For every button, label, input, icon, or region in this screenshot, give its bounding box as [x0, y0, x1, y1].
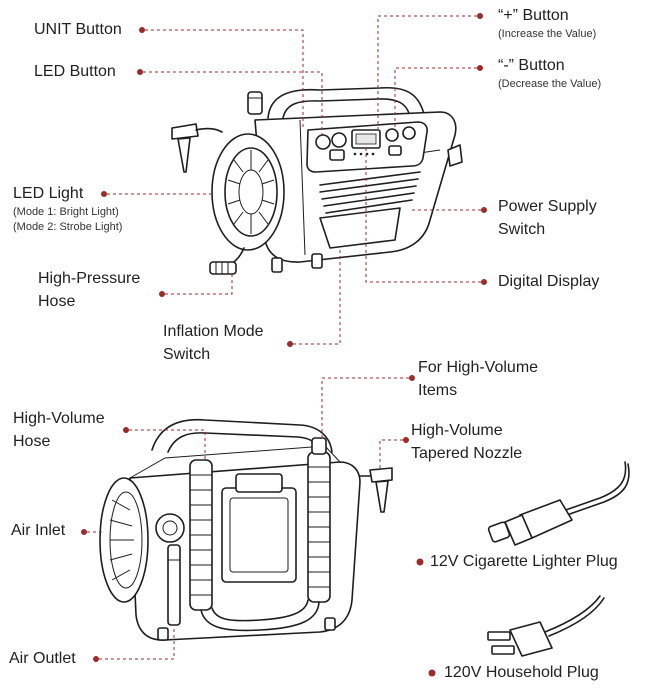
- leader-lines: [81, 13, 487, 677]
- minus-button-label: “-” Button: [498, 57, 565, 74]
- power-supply-switch-label-1: Power Supply: [498, 198, 597, 215]
- air-outlet-label: Air Outlet: [9, 650, 76, 667]
- compressor-bottom-illustration: [99, 418, 393, 641]
- minus-button-sublabel: (Decrease the Value): [498, 78, 602, 90]
- high-volume-items-label-2: Items: [418, 382, 458, 399]
- high-pressure-hose-label-1: High-Pressure: [38, 270, 141, 287]
- air-inlet-label: Air Inlet: [11, 522, 66, 539]
- led-light-mode2: (Mode 2: Strobe Light): [13, 221, 123, 233]
- cigarette-plug-illustration: [487, 461, 630, 546]
- inflation-mode-switch-label-2: Switch: [163, 346, 211, 363]
- high-pressure-hose-label-2: Hose: [38, 293, 76, 310]
- household-plug-label: 120V Household Plug: [444, 664, 599, 681]
- led-light-mode1: (Mode 1: Bright Light): [13, 206, 119, 218]
- plus-button-label: “+” Button: [498, 7, 569, 24]
- high-volume-items-label-1: For High-Volume: [418, 359, 539, 376]
- tapered-nozzle-label-2: Tapered Nozzle: [411, 445, 523, 462]
- cigarette-plug-label: 12V Cigarette Lighter Plug: [430, 553, 618, 570]
- inflation-mode-switch-label-1: Inflation Mode: [163, 323, 264, 340]
- tapered-nozzle-label-1: High-Volume: [411, 422, 503, 439]
- led-light-label: LED Light: [13, 185, 84, 202]
- digital-display-label: Digital Display: [498, 273, 600, 290]
- high-volume-hose-label-1: High-Volume: [13, 410, 105, 427]
- unit-button-label: UNIT Button: [34, 21, 122, 38]
- plus-button-sublabel: (Increase the Value): [498, 28, 597, 40]
- power-supply-switch-label-2: Switch: [498, 221, 546, 238]
- household-plug-illustration: [487, 595, 605, 657]
- led-button-label: LED Button: [34, 63, 116, 80]
- compressor-top-illustration: [171, 86, 463, 275]
- high-volume-hose-label-2: Hose: [13, 433, 51, 450]
